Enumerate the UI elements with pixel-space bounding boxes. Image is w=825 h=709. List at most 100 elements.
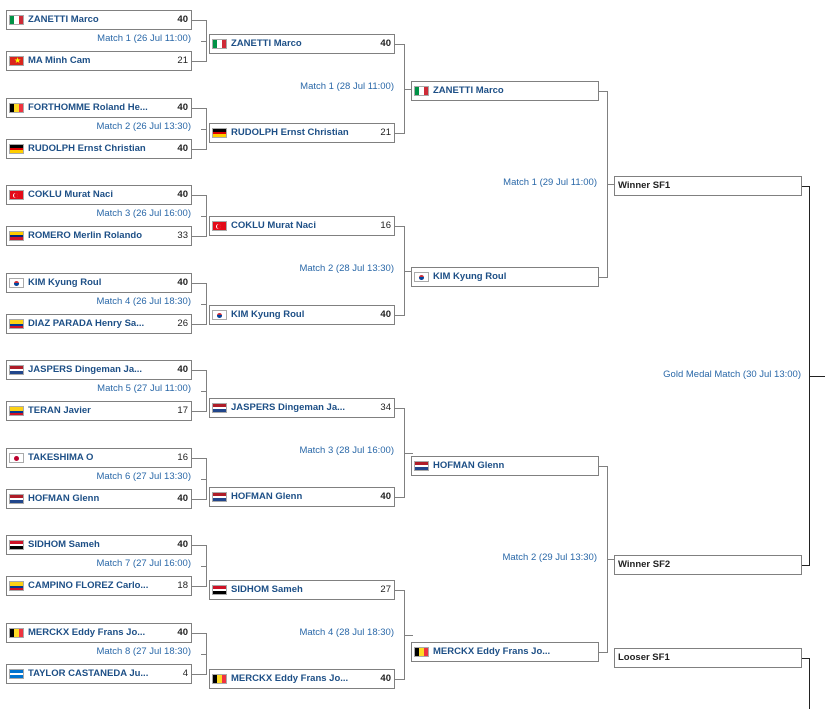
player-score: 40 [177, 627, 188, 638]
player-name: TERAN Javier [28, 405, 91, 416]
bracket-connector-line [395, 226, 404, 227]
bracket-connector-line [395, 497, 404, 498]
bracket-connector-line [607, 559, 614, 560]
player-score: 40 [177, 277, 188, 288]
round2-match-label: Match 1 (28 Jul 11:00) [300, 81, 394, 92]
round1-bottom-player[interactable]: ROMERO Merlin Rolando 33 [6, 226, 192, 246]
player-name: TAYLOR CASTANEDA Ju... [28, 668, 149, 679]
belgium-flag-icon [9, 628, 24, 638]
germany-flag-icon [9, 144, 24, 154]
bracket-connector-line [405, 271, 413, 272]
player-score: 21 [177, 55, 188, 66]
italy-flag-icon [414, 86, 429, 96]
bracket-connector-line [395, 315, 404, 316]
round2-top-player[interactable]: JASPERS Dingeman Ja...34 [209, 398, 395, 418]
bracket-connector-line [201, 479, 207, 480]
bracket-connector-line [192, 586, 206, 587]
player-name: HOFMAN Glenn [231, 491, 303, 502]
korea-flag-icon [212, 310, 227, 320]
player-name: HOFMAN Glenn [28, 493, 100, 504]
belgium-flag-icon [212, 674, 227, 684]
player-score: 21 [380, 127, 391, 138]
round1-match-label: Match 2 (26 Jul 13:30) [96, 121, 191, 132]
bracket-connector-line [192, 674, 206, 675]
bracket-connector-line [599, 652, 607, 653]
bracket-connector-line [192, 283, 206, 284]
korea-flag-icon [414, 272, 429, 282]
round1-top-player[interactable]: FORTHOMME Roland He...40 [6, 98, 192, 118]
turkey-flag-icon [212, 221, 227, 231]
round3-bottom-player[interactable]: KIM Kyung Roul [411, 267, 599, 287]
round1-bottom-player[interactable]: TAYLOR CASTANEDA Ju...4 [6, 664, 192, 684]
looser-sf1-slot[interactable]: Looser SF1 [614, 648, 802, 668]
round1-match-label: Match 3 (26 Jul 16:00) [96, 208, 191, 219]
player-name: SIDHOM Sameh [28, 539, 100, 550]
bracket-connector-line [405, 635, 413, 636]
belgium-flag-icon [414, 647, 429, 657]
player-name: JASPERS Dingeman Ja... [231, 402, 346, 413]
player-score: 33 [177, 230, 188, 241]
final-slot-label: Winner SF2 [618, 559, 671, 570]
bracket-connector-line [395, 44, 404, 45]
round1-match-label: Match 4 (26 Jul 18:30) [96, 296, 191, 307]
round2-bottom-player[interactable]: MERCKX Eddy Frans Jo...40 [209, 669, 395, 689]
winner-sf1-slot[interactable]: Winner SF1 [614, 176, 802, 196]
turkey-flag-icon [9, 190, 24, 200]
bracket-connector-line [192, 411, 206, 412]
final-slot-label: Winner SF1 [618, 180, 671, 191]
bracket-connector-line [192, 149, 206, 150]
bracket-connector-line [201, 216, 207, 217]
round2-match-label: Match 2 (28 Jul 13:30) [299, 263, 394, 274]
bracket-connector-line [192, 458, 206, 459]
bracket-connector-line [395, 408, 404, 409]
player-name: ROMERO Merlin Rolando [28, 230, 142, 241]
round3-match-label: Match 1 (29 Jul 11:00) [503, 177, 597, 188]
round1-top-player[interactable]: SIDHOM Sameh 40 [6, 535, 192, 555]
final-slot-label: Looser SF1 [618, 652, 670, 663]
bracket-connector-line [192, 633, 206, 634]
player-score: 40 [177, 143, 188, 154]
round1-match-label: Match 6 (27 Jul 13:30) [96, 471, 191, 482]
bracket-connector-line [201, 566, 207, 567]
belgium-flag-icon [9, 103, 24, 113]
round1-match-label: Match 8 (27 Jul 18:30) [96, 646, 191, 657]
round3-top-player[interactable]: ZANETTI Marco [411, 81, 599, 101]
bracket-connector-line [192, 370, 206, 371]
bracket-connector-line [802, 565, 810, 566]
round3-bottom-player[interactable]: MERCKX Eddy Frans Jo... [411, 642, 599, 662]
round3-top-player[interactable]: HOFMAN Glenn [411, 456, 599, 476]
player-name: ZANETTI Marco [28, 14, 99, 25]
round2-match-label: Match 3 (28 Jul 16:00) [299, 445, 394, 456]
round1-top-player[interactable]: MERCKX Eddy Frans Jo...40 [6, 623, 192, 643]
player-score: 40 [380, 309, 391, 320]
round1-bottom-player[interactable]: CAMPINO FLOREZ Carlo...18 [6, 576, 192, 596]
round1-bottom-player[interactable]: DIAZ PARADA Henry Sa...26 [6, 314, 192, 334]
bracket-connector-line [809, 186, 810, 566]
korea-flag-icon [9, 278, 24, 288]
player-name: HOFMAN Glenn [433, 460, 505, 471]
egypt-flag-icon [9, 540, 24, 550]
player-name: ZANETTI Marco [231, 38, 302, 49]
player-score: 40 [177, 539, 188, 550]
bracket-connector-line [404, 408, 405, 498]
bracket-connector-line [201, 391, 207, 392]
bracket-connector-line [192, 108, 206, 109]
bracket-connector-line [192, 545, 206, 546]
round1-top-player[interactable]: JASPERS Dingeman Ja...40 [6, 360, 192, 380]
winner-sf2-slot[interactable]: Winner SF2 [614, 555, 802, 575]
bracket-connector-line [810, 376, 825, 377]
